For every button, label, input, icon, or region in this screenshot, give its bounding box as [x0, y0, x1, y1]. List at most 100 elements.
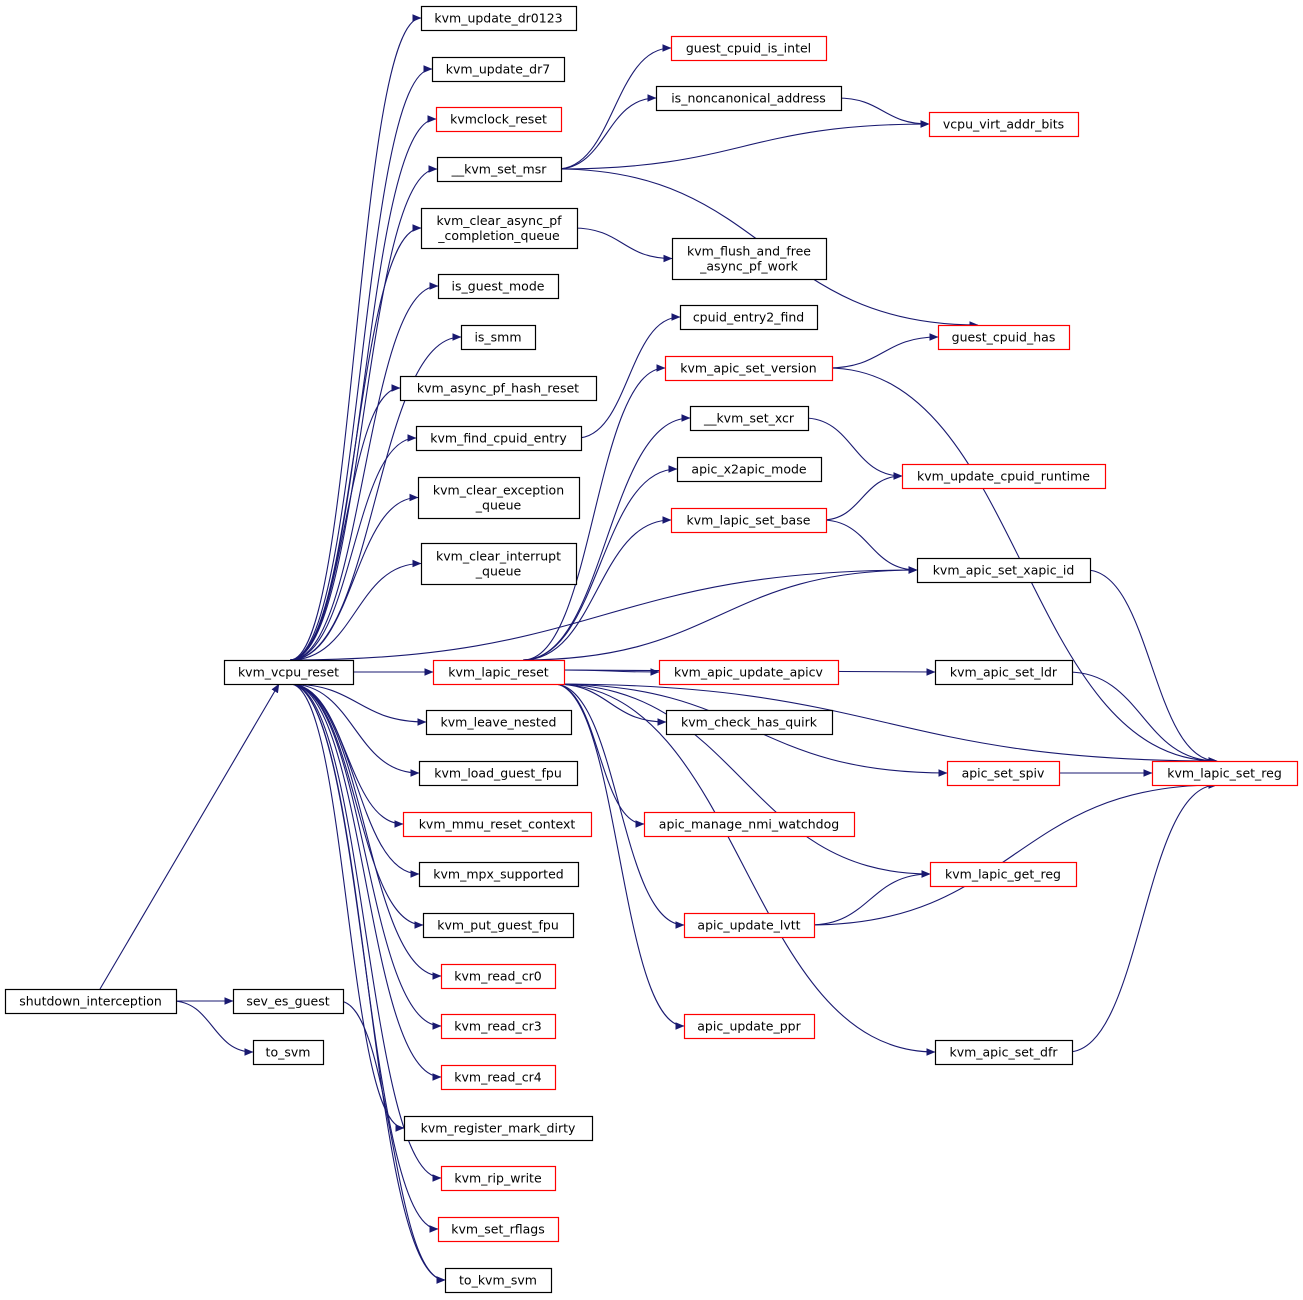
node-to-svm[interactable]: to_svm: [252, 1039, 325, 1066]
edge-kvm_lapic_reset-to-kvm_lapic_set_base: [522, 516, 672, 661]
node-kvm-apic-set-dfr[interactable]: kvm_apic_set_dfr: [934, 1039, 1074, 1066]
node-kvm-read-cr0[interactable]: kvm_read_cr0: [440, 963, 557, 990]
edge-is_noncanonical_address-to-vcpu_virt_addr_bits: [836, 97, 930, 128]
node-to-kvm-svm[interactable]: to_kvm_svm: [444, 1267, 553, 1294]
node-kvm-apic-set-version[interactable]: kvm_apic_set_version: [664, 355, 834, 382]
node-is-smm[interactable]: is_smm: [460, 324, 537, 351]
node-label: kvm_apic_update_apicv: [674, 665, 823, 680]
node-kvm-set-rflags[interactable]: kvm_set_rflags: [437, 1216, 560, 1243]
node-box: [399, 375, 598, 402]
node-kvm-check-has-quirk[interactable]: kvm_check_has_quirk: [665, 709, 834, 736]
edge-kvm_apic_set_ldr-to-kvm_lapic_set_reg: [1067, 671, 1218, 765]
node-label: kvm_read_cr4: [454, 1070, 541, 1085]
node-box: [415, 425, 583, 452]
node-kvm-apic-set-xapic-id[interactable]: kvm_apic_set_xapic_id: [916, 557, 1092, 584]
node-box: [440, 1064, 557, 1091]
node-kvm-update-cpuid-runtime[interactable]: kvm_update_cpuid_runtime: [901, 463, 1107, 490]
edge-kvm_lapic_reset-to-apic_update_ppr: [553, 683, 685, 1030]
node-kvm-apic-set-ldr[interactable]: kvm_apic_set_ldr: [934, 659, 1074, 686]
node-box: [655, 85, 843, 112]
node-label: __kvm_set_msr: [451, 162, 548, 177]
node-label: _async_pf_work: [699, 259, 798, 274]
node-vcpu-virt-addr-bits[interactable]: vcpu_virt_addr_bits: [928, 111, 1080, 138]
node-box: [232, 988, 345, 1015]
edge-kvm_clear_async_pf_completion_queue-to-kvm_flush_and_free_async_pf_work: [572, 227, 673, 263]
node-label: __kvm_set_xcr: [703, 411, 795, 426]
edge-kvm_vcpu_reset-to-__kvm_set_msr: [289, 165, 438, 661]
node-kvm-async-pf-hash-reset[interactable]: kvm_async_pf_hash_reset: [399, 375, 598, 402]
node-kvm-lapic-set-reg[interactable]: kvm_lapic_set_reg: [1151, 760, 1299, 787]
node-box: [252, 1039, 325, 1066]
node-kvm-read-cr4[interactable]: kvm_read_cr4: [440, 1064, 557, 1091]
node-kvm-mpx-supported[interactable]: kvm_mpx_supported: [418, 861, 580, 888]
node-kvm-lapic-set-base[interactable]: kvm_lapic_set_base: [670, 507, 828, 534]
node-kvm-find-cpuid-entry[interactable]: kvm_find_cpuid_entry: [415, 425, 583, 452]
node-label: apic_set_spiv: [962, 766, 1045, 781]
node-box: [934, 1039, 1074, 1066]
node-shutdown-interception[interactable]: shutdown_interception: [4, 988, 178, 1015]
node-box: [418, 861, 580, 888]
node-kvm-lapic-get-reg[interactable]: kvm_lapic_get_reg: [929, 861, 1078, 888]
node-label: kvmclock_reset: [450, 112, 547, 127]
node-box: [683, 1013, 816, 1040]
node-kvmclock-reset[interactable]: kvmclock_reset: [435, 106, 563, 133]
node-kvm-mmu-reset-context[interactable]: kvm_mmu_reset_context: [402, 811, 593, 838]
node-kvm-load-guest-fpu[interactable]: kvm_load_guest_fpu: [418, 760, 579, 787]
node-apic-update-lvtt[interactable]: apic_update_lvtt: [683, 912, 816, 939]
node-kvm-flush-and-free-async-pf-work[interactable]: kvm_flush_and_free_async_pf_work: [671, 237, 828, 281]
edge-kvm_lapic_reset-to-kvm_lapic_get_reg: [553, 683, 931, 878]
node-label: kvm_update_cpuid_runtime: [917, 469, 1090, 484]
node-apic-set-spiv[interactable]: apic_set_spiv: [946, 760, 1061, 787]
node-label: kvm_apic_set_dfr: [949, 1045, 1058, 1060]
node-box: [435, 106, 563, 133]
node-box: [440, 963, 557, 990]
node-label: kvm_load_guest_fpu: [434, 766, 562, 781]
node-box: [420, 5, 578, 32]
node-apic-update-ppr[interactable]: apic_update_ppr: [683, 1013, 816, 1040]
edge-kvm_apic_set_version-to-guest_cpuid_has: [827, 333, 939, 369]
node-kvm-vcpu-reset[interactable]: kvm_vcpu_reset: [223, 659, 355, 686]
node-label: kvm_put_guest_fpu: [437, 918, 559, 933]
node-box: [929, 861, 1078, 888]
edges-layer: [99, 14, 1218, 1284]
node-box: [670, 35, 828, 62]
node-is-noncanonical-address[interactable]: is_noncanonical_address: [655, 85, 843, 112]
node-box: [665, 709, 834, 736]
node-guest-cpuid-is-intel[interactable]: guest_cpuid_is_intel: [670, 35, 828, 62]
edge-kvm_lapic_reset-to-kvm_apic_set_version: [522, 364, 666, 661]
node-apic-x2apic-mode[interactable]: apic_x2apic_mode: [676, 456, 823, 483]
node-guest-cpuid-has[interactable]: guest_cpuid_has: [937, 324, 1071, 351]
node-kvm-read-cr3[interactable]: kvm_read_cr3: [440, 1013, 557, 1040]
node-box: [946, 760, 1061, 787]
node-kvm-lapic-reset[interactable]: kvm_lapic_reset: [432, 659, 566, 686]
node-kvm-set-msr[interactable]: __kvm_set_msr: [436, 156, 563, 183]
node-box: [670, 507, 828, 534]
node-is-guest-mode[interactable]: is_guest_mode: [437, 273, 560, 300]
node-kvm-register-mark-dirty[interactable]: kvm_register_mark_dirty: [403, 1115, 594, 1142]
edge-kvm_lapic_set_base-to-kvm_apic_set_xapic_id: [821, 519, 918, 574]
node-kvm-set-xcr[interactable]: __kvm_set_xcr: [689, 405, 810, 432]
edge-kvm_lapic_reset-to-apic_update_lvtt: [553, 683, 685, 929]
node-apic-manage-nmi-watchdog[interactable]: apic_manage_nmi_watchdog: [643, 811, 856, 838]
node-kvm-update-dr7[interactable]: kvm_update_dr7: [431, 56, 566, 83]
node-kvm-clear-async-pf-completion-queue[interactable]: kvm_clear_async_pf_completion_queue: [420, 207, 579, 250]
node-kvm-leave-nested[interactable]: kvm_leave_nested: [425, 709, 573, 736]
node-label: _queue: [475, 564, 522, 579]
node-kvm-clear-interrupt-queue[interactable]: kvm_clear_interrupt_queue: [420, 542, 578, 586]
node-label: is_guest_mode: [452, 279, 545, 294]
node-box: [223, 659, 355, 686]
node-cpuid-entry2-find[interactable]: cpuid_entry2_find: [679, 304, 819, 331]
node-box: [658, 659, 840, 686]
node-kvm-update-dr0123[interactable]: kvm_update_dr0123: [420, 5, 578, 32]
edge-kvm_vcpu_reset-to-kvm_load_guest_fpu: [289, 683, 420, 777]
node-kvm-apic-update-apicv[interactable]: kvm_apic_update_apicv: [658, 659, 840, 686]
node-kvm-rip-write[interactable]: kvm_rip_write: [440, 1165, 557, 1192]
edge-kvm_lapic_reset-to-kvm_apic_set_dfr: [553, 683, 936, 1056]
node-kvm-clear-exception-queue[interactable]: kvm_clear_exception_queue: [417, 476, 581, 520]
node-sev-es-guest[interactable]: sev_es_guest: [232, 988, 345, 1015]
node-kvm-put-guest-fpu[interactable]: kvm_put_guest_fpu: [422, 912, 575, 939]
node-label: kvm_update_dr7: [446, 62, 550, 77]
node-box: [664, 355, 834, 382]
nodes-layer: shutdown_interception kvm_vcpu_reset sev_e…: [4, 5, 1299, 1294]
